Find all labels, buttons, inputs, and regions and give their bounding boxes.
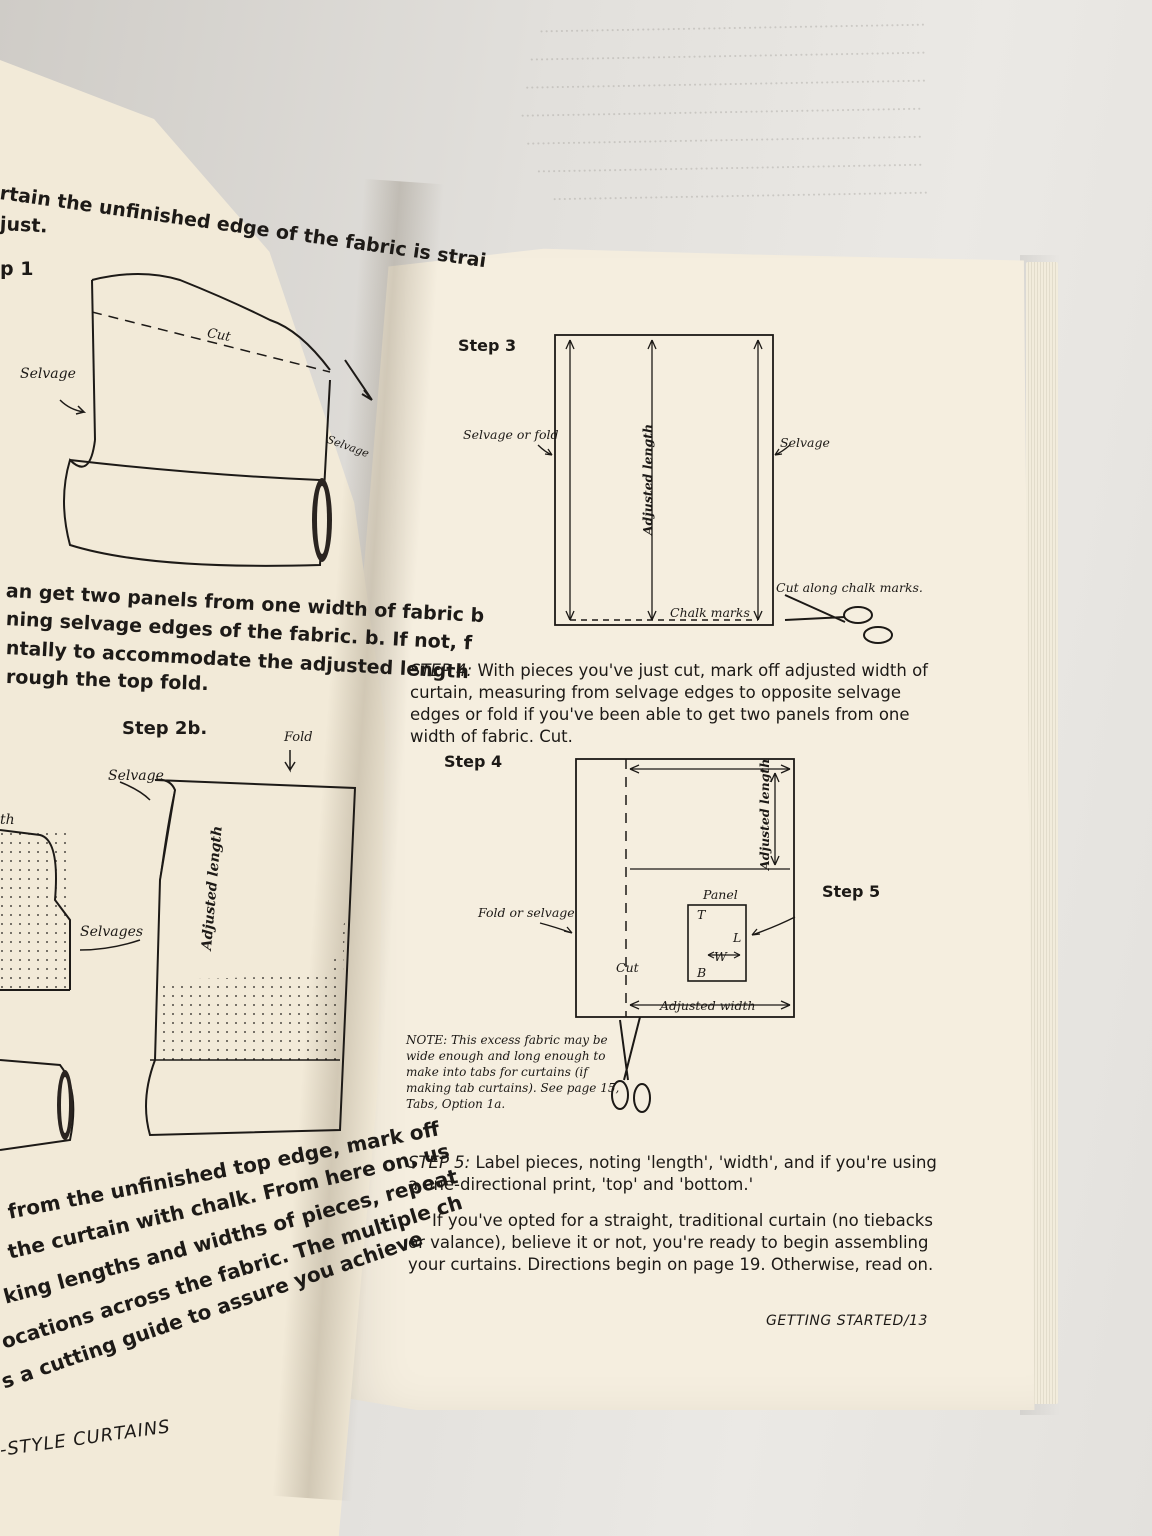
step1-selvage-label: Selvage bbox=[20, 366, 76, 382]
step5-heading-diagram: Step 5 bbox=[822, 882, 881, 901]
note-text: NOTE: This excess fabric may be wide eno… bbox=[406, 1033, 620, 1111]
step4-t-label: T bbox=[697, 907, 706, 922]
step4-w-label: W bbox=[714, 949, 727, 964]
step2b-fold-label: Fold bbox=[284, 730, 313, 745]
left-step1: p 1 bbox=[0, 258, 34, 280]
left-line-2: just. bbox=[0, 213, 49, 238]
step3-heading: Step 3 bbox=[458, 336, 517, 355]
step4-fold-or-selvage-label: Fold or selvage bbox=[478, 905, 575, 920]
step4-diagram bbox=[539, 758, 796, 1113]
left-step2b: Step 2b. bbox=[122, 718, 208, 739]
step3-adjusted-length-label: Adjusted length bbox=[640, 423, 656, 536]
step2b-selvages-label: Selvages bbox=[80, 924, 144, 940]
step2b-selvage-label: Selvage bbox=[108, 768, 164, 784]
right-page bbox=[332, 248, 1035, 1410]
step2b-th-label: th bbox=[0, 812, 15, 828]
closing-paragraph: If you've opted for a straight, traditio… bbox=[408, 1211, 934, 1274]
step4-cut-label: Cut bbox=[616, 960, 639, 975]
step2b-diagram bbox=[0, 750, 357, 1151]
step1-diagram bbox=[59, 273, 373, 567]
step3-diagram bbox=[537, 334, 893, 644]
step4-lead: STEP 4: bbox=[410, 661, 473, 680]
step5-paragraph: STEP 5: Label pieces, noting 'length', '… bbox=[408, 1152, 948, 1196]
step5-body: Label pieces, noting 'length', 'width', … bbox=[408, 1153, 937, 1194]
step4-body: With pieces you've just cut, mark off ad… bbox=[410, 661, 928, 746]
right-footer: GETTING STARTED/13 bbox=[766, 1313, 928, 1329]
step4-heading: Step 4 bbox=[444, 752, 503, 771]
step3-cut-along-label: Cut along chalk marks. bbox=[776, 580, 923, 595]
step4-adjusted-length-label: Adjusted length bbox=[757, 758, 772, 870]
step3-chalk-marks-label: Chalk marks bbox=[670, 605, 750, 620]
step4-panel-label: Panel bbox=[703, 887, 738, 902]
step3-selvage-or-fold-label: Selvage or fold bbox=[463, 427, 559, 442]
step3-selvage-label: Selvage bbox=[780, 435, 830, 450]
step5-lead: STEP 5: bbox=[408, 1153, 471, 1172]
step4-l-label: L bbox=[733, 930, 742, 945]
step4-paragraph: STEP 4: With pieces you've just cut, mar… bbox=[410, 660, 950, 748]
show-through-text: ........................................… bbox=[518, 10, 929, 205]
step4-b-label: B bbox=[697, 965, 707, 980]
step4-adjusted-width-label: Adjusted width bbox=[660, 998, 756, 1013]
